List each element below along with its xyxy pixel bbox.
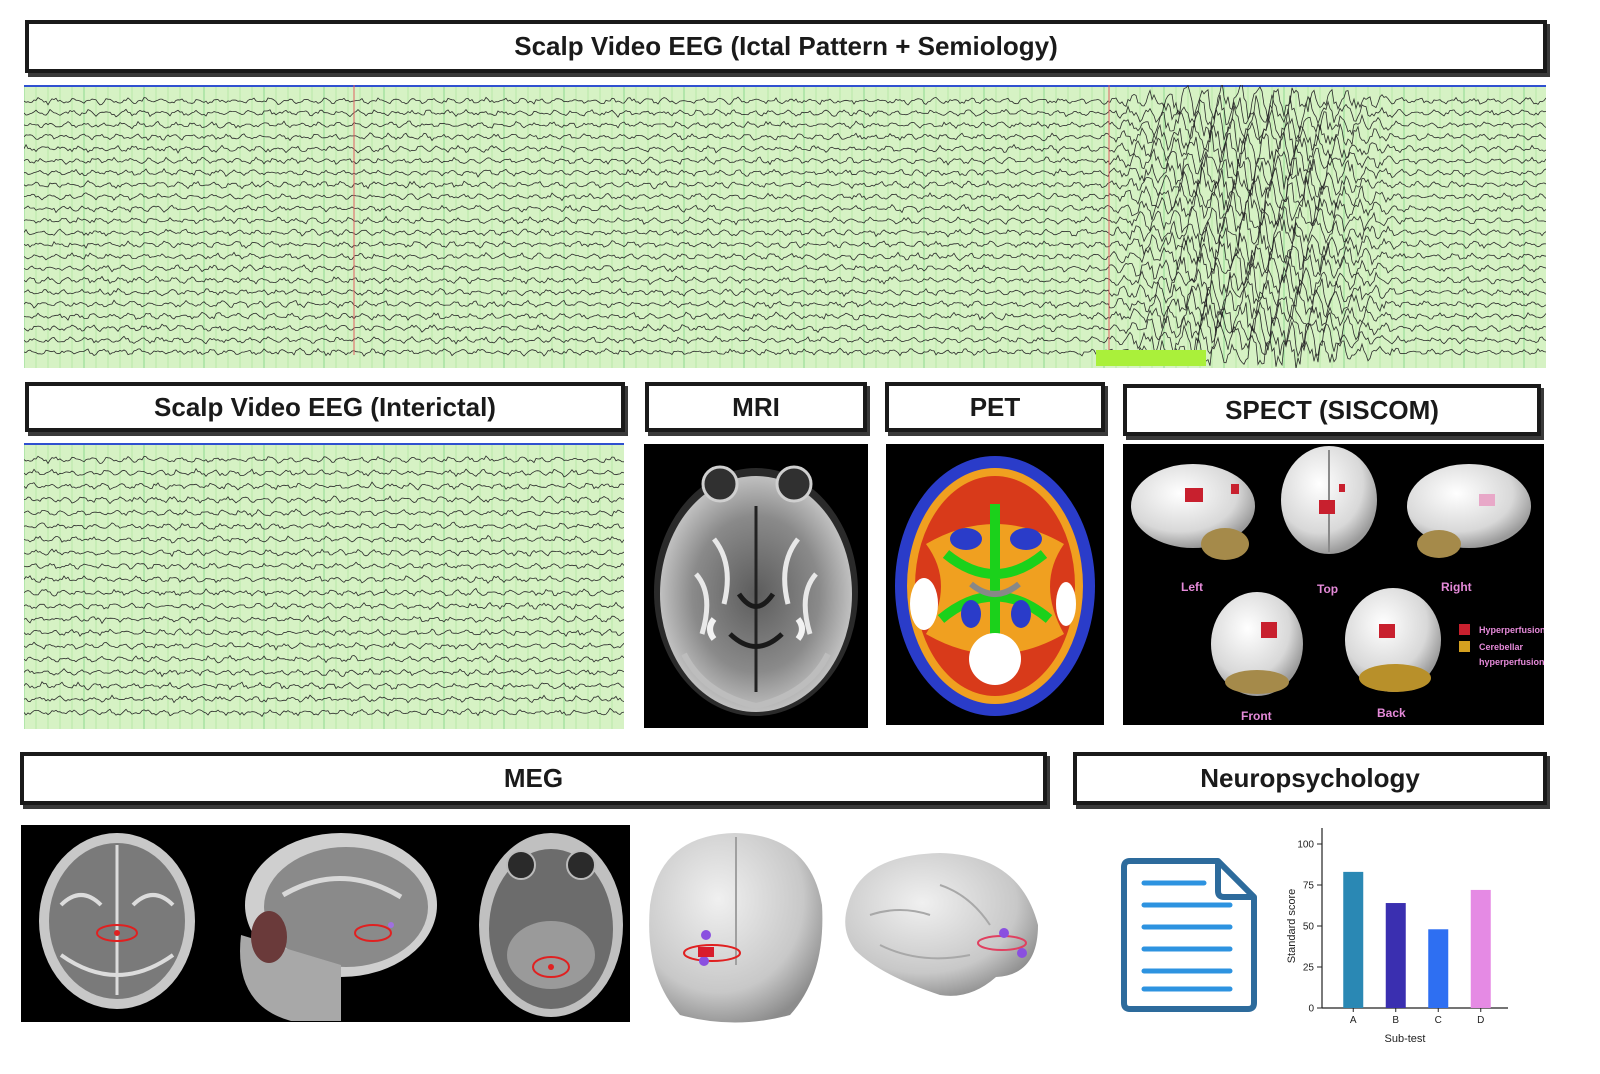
x-tick-label: C (1435, 1015, 1442, 1026)
legend-cerebellar-label-2: hyperperfusion (1479, 657, 1544, 667)
spect-view-back (1345, 588, 1441, 692)
mri-brain-axial (654, 465, 858, 716)
ictal-eeg-panel (24, 85, 1546, 368)
pet-title: PET (969, 391, 1021, 422)
y-tick-label: 50 (1303, 922, 1315, 933)
meg-3d-brains (649, 833, 1038, 1023)
spect-label-right: Right (1441, 580, 1472, 594)
meg-mri-panel (21, 825, 630, 1022)
meg-header: MEG (20, 752, 1047, 805)
spect-view-top (1281, 446, 1377, 554)
neuropsychology-title: Neuropsychology (1200, 763, 1420, 793)
legend-hyper-swatch (1459, 624, 1470, 635)
interictal-eeg-header: Scalp Video EEG (Interictal) (25, 382, 625, 432)
mri-title: MRI (732, 391, 780, 422)
document-icon (1121, 858, 1257, 1012)
bar-C (1428, 929, 1449, 1008)
spect-label-left: Left (1181, 580, 1203, 594)
x-tick-label: B (1392, 1015, 1399, 1026)
ictal-eeg-title: Scalp Video EEG (Ictal Pattern + Semiolo… (514, 31, 1058, 61)
spect-label-top: Top (1317, 582, 1338, 596)
pet-header: PET (885, 382, 1105, 432)
x-tick-label: A (1350, 1015, 1357, 1026)
y-tick-label: 100 (1297, 840, 1314, 851)
x-axis-label: Sub-test (1385, 1033, 1426, 1045)
y-axis-label: Standard score (1286, 889, 1298, 964)
spect-view-front (1211, 592, 1303, 696)
spect-brain-renders: Left Top Right Front Back Hyperperfusion… (1131, 446, 1544, 723)
bar-B (1385, 903, 1406, 1008)
interictal-eeg-panel (24, 443, 624, 729)
pet-brain-axial (895, 456, 1095, 716)
spect-view-left (1131, 464, 1255, 560)
pet-image (886, 444, 1104, 725)
spect-header: SPECT (SISCOM) (1123, 384, 1541, 436)
meg-axial-slice (479, 833, 623, 1017)
meg-sagittal-slice (240, 833, 437, 1021)
spect-panel: Left Top Right Front Back Hyperperfusion… (1123, 444, 1544, 725)
spect-view-right (1407, 464, 1531, 558)
meg-title: MEG (503, 763, 564, 793)
meg-3d-posterior-view (649, 833, 823, 1023)
y-tick-label: 75 (1303, 881, 1315, 892)
meg-mri-slices (39, 833, 623, 1021)
legend-cerebellar-swatch (1459, 641, 1470, 652)
meg-coronal-slice (39, 833, 195, 1009)
bar-D (1470, 889, 1491, 1008)
ictal-eeg-trace (24, 85, 1546, 368)
ictal-eeg-header: Scalp Video EEG (Ictal Pattern + Semiolo… (25, 20, 1547, 73)
spect-label-back: Back (1377, 706, 1406, 720)
meg-3d-panel (640, 825, 1050, 1030)
mri-image (644, 444, 868, 728)
legend-cerebellar-label: Cerebellar (1479, 642, 1524, 652)
x-tick-label: D (1477, 1015, 1484, 1026)
y-tick-label: 0 (1308, 1004, 1314, 1015)
ictal-onset-marker (1096, 350, 1206, 366)
bar-A (1343, 871, 1364, 1008)
mri-header: MRI (645, 382, 867, 432)
interictal-eeg-trace (24, 443, 624, 729)
spect-title: SPECT (SISCOM) (1225, 394, 1439, 425)
interictal-eeg-title: Scalp Video EEG (Interictal) (154, 391, 496, 422)
meg-3d-lateral-view (845, 853, 1038, 996)
legend-hyper-label: Hyperperfusion (1479, 625, 1544, 635)
neuropsychology-header: Neuropsychology (1073, 752, 1547, 805)
spect-label-front: Front (1241, 709, 1272, 723)
document-icon-panel (1118, 855, 1263, 1015)
y-tick-label: 25 (1303, 963, 1315, 974)
